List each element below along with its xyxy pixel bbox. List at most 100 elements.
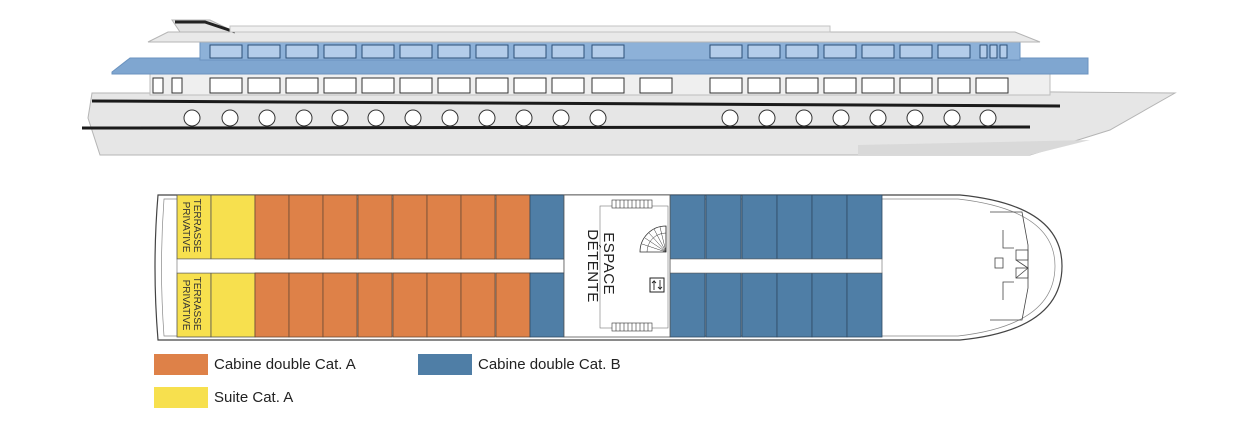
- cabin-cat-a: [392, 272, 428, 338]
- cabin-cat-a: [426, 272, 462, 338]
- upper-window: [709, 44, 743, 59]
- upper-window: [323, 44, 357, 59]
- upper-window: [861, 44, 895, 59]
- main-window: [591, 77, 625, 94]
- hull-stripe-bottom: [81, 125, 1031, 130]
- porthole: [441, 109, 459, 127]
- main-window-small: [152, 77, 164, 94]
- main-window: [823, 77, 857, 94]
- porthole: [295, 109, 313, 127]
- cabin-cat-a: [254, 194, 290, 260]
- cabin-cat-a: [288, 272, 324, 338]
- central-corridor: [176, 258, 565, 274]
- upper-sundeck-rail: [229, 25, 831, 33]
- cabin-cat-a: [495, 194, 531, 260]
- porthole: [183, 109, 201, 127]
- main-window: [361, 77, 395, 94]
- porthole: [721, 109, 739, 127]
- cabin-cat-a: [426, 194, 462, 260]
- cabin-cat-b: [811, 272, 848, 338]
- main-window: [551, 77, 585, 94]
- svg-text:TERRASSE PRIVATIVE: TERRASSE PRIVATIVE: [180, 277, 202, 334]
- stair-bottom: [611, 322, 653, 332]
- ship-side-elevation: [81, 19, 1177, 156]
- cabin-cat-a: [254, 272, 290, 338]
- cabin-cat-b: [811, 194, 848, 260]
- legend-swatch-cabin-b: [418, 354, 472, 375]
- stair-top: [611, 199, 653, 209]
- cabin-cat-b: [669, 272, 706, 338]
- porthole: [367, 109, 385, 127]
- main-window: [861, 77, 895, 94]
- main-deck-windows: [152, 77, 1009, 94]
- deck-inner-outline: [161, 198, 1056, 337]
- upper-window: [247, 44, 281, 59]
- upper-windows: [209, 44, 1008, 59]
- cabin-cat-b: [741, 272, 778, 338]
- hull-lower-shade: [858, 140, 1090, 155]
- main-window-small: [171, 77, 183, 94]
- cabin-cat-a: [288, 194, 324, 260]
- main-window: [639, 77, 673, 94]
- upper-window-small: [999, 44, 1008, 59]
- porthole: [404, 109, 422, 127]
- porthole: [906, 109, 924, 127]
- main-window: [899, 77, 933, 94]
- bridge-antenna-line: [175, 20, 236, 34]
- porthole: [758, 109, 776, 127]
- lounge-label-line2: DÉTENTE: [584, 229, 601, 303]
- cabin-cat-b: [776, 194, 813, 260]
- main-window: [437, 77, 471, 94]
- terrace-label-bottom-line2: PRIVATIVE: [180, 280, 191, 331]
- cabin-cat-b: [846, 272, 883, 338]
- legend-label-cabin-a: Cabine double Cat. A: [214, 356, 356, 373]
- upper-window: [551, 44, 585, 59]
- legend-swatch-cabin-a: [154, 354, 208, 375]
- upper-window-small: [989, 44, 998, 59]
- porthole: [478, 109, 496, 127]
- cabin-cat-b: [529, 272, 565, 338]
- main-window: [747, 77, 781, 94]
- cabin-cat-a: [322, 194, 358, 260]
- upper-window: [437, 44, 471, 59]
- cabin-cat-a: [460, 194, 496, 260]
- cabin-cat-a: [357, 194, 393, 260]
- porthole: [552, 109, 570, 127]
- main-window: [247, 77, 281, 94]
- terrace-label-top-line1: TERRASSE: [191, 199, 202, 253]
- legend-cabin-a: Cabine double Cat. A: [154, 354, 356, 375]
- porthole: [515, 109, 533, 127]
- elevator-icon: [649, 277, 665, 293]
- main-window: [399, 77, 433, 94]
- porthole: [832, 109, 850, 127]
- porthole: [258, 109, 276, 127]
- cabin-cat-b: [705, 194, 742, 260]
- svg-text:TERRASSE PRIVATIVE: TERRASSE PRIVATIVE: [180, 199, 202, 256]
- upper-window: [361, 44, 395, 59]
- upper-window-small: [979, 44, 988, 59]
- porthole: [869, 109, 887, 127]
- upper-window: [823, 44, 857, 59]
- upper-window: [285, 44, 319, 59]
- porthole: [221, 109, 239, 127]
- legend-swatch-suite-a: [154, 387, 208, 408]
- upper-window: [591, 44, 625, 59]
- porthole: [943, 109, 961, 127]
- cabin-cat-b: [741, 194, 778, 260]
- upper-window: [513, 44, 547, 59]
- upper-window: [399, 44, 433, 59]
- upper-window: [937, 44, 971, 59]
- cabins-cat-b: [529, 194, 883, 338]
- main-window: [513, 77, 547, 94]
- legend-label-suite-a: Suite Cat. A: [214, 389, 294, 406]
- svg-text:ESPACE DÉTENTE: ESPACE DÉTENTE: [584, 229, 617, 303]
- main-window: [475, 77, 509, 94]
- cabin-cat-a: [357, 272, 393, 338]
- portholes: [183, 109, 997, 127]
- porthole: [589, 109, 607, 127]
- terrace-label-top-line2: PRIVATIVE: [180, 202, 191, 253]
- cabin-cat-a: [392, 194, 428, 260]
- porthole: [795, 109, 813, 127]
- cabin-cat-b: [705, 272, 742, 338]
